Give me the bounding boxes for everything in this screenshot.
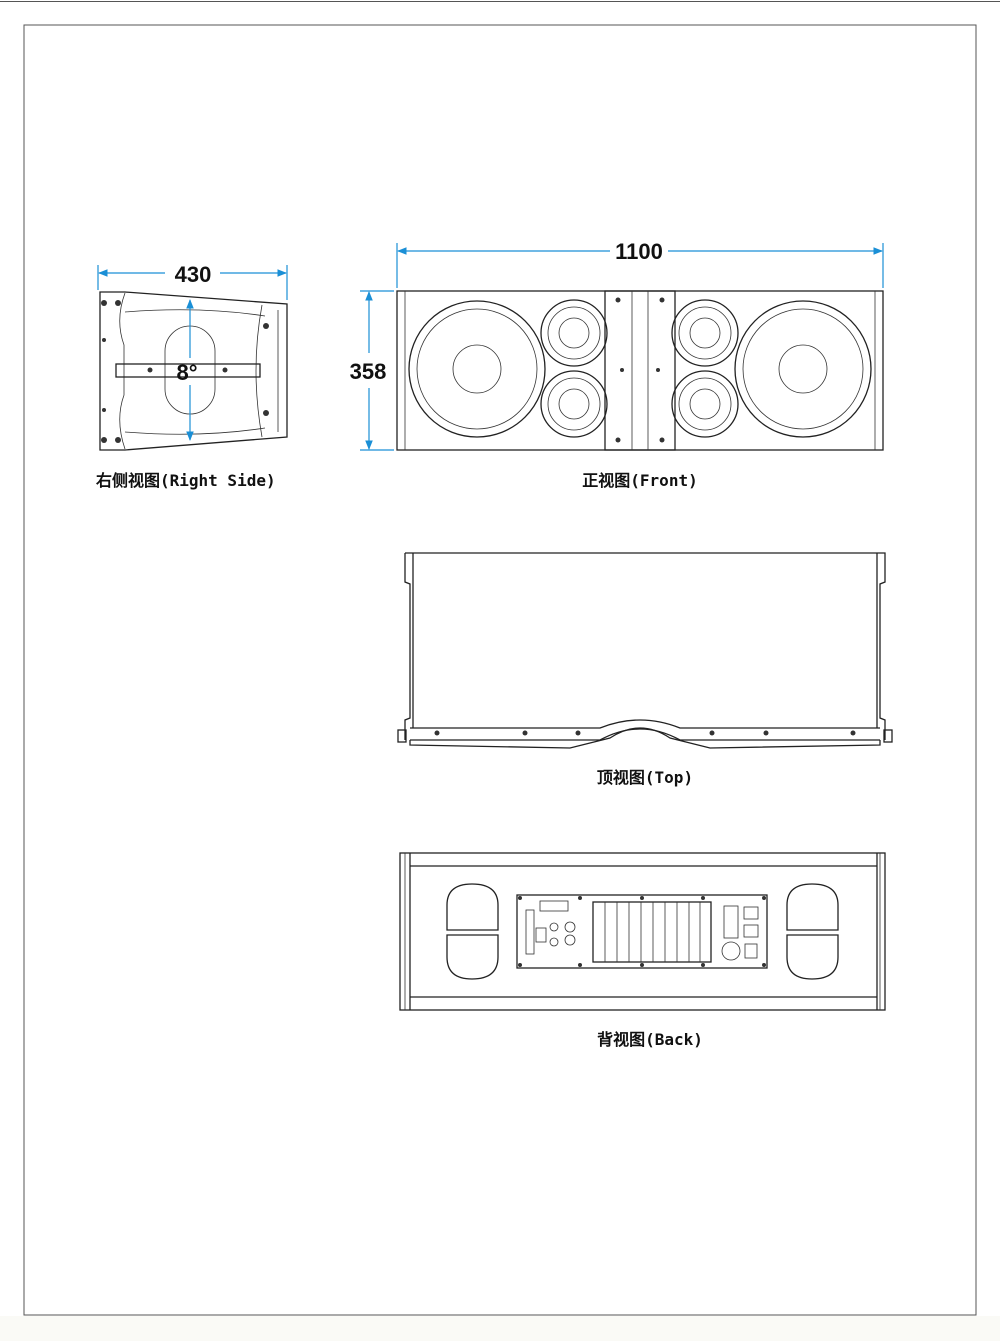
front-view: 1100 358 正视图(Front): [350, 239, 884, 490]
front-caption: 正视图(Front): [582, 471, 697, 490]
right-side-view: 430 8° 右侧视图(Right Side): [96, 262, 288, 490]
back-view: 背视图(Back): [399, 852, 886, 1049]
side-width-dimension: 430: [175, 262, 212, 287]
top-caption: 顶视图(Top): [597, 768, 693, 787]
back-caption: 背视图(Back): [597, 1030, 703, 1049]
page-frame: [23, 24, 977, 1316]
heatsink: [592, 901, 712, 963]
bottom-strip: [0, 1316, 1000, 1341]
angle-label: 8°: [176, 360, 197, 385]
front-height-dimension: 358: [350, 359, 387, 384]
top-view: 顶视图(Top): [397, 552, 893, 787]
front-width-dimension: 1100: [615, 239, 663, 264]
right-side-caption: 右侧视图(Right Side): [96, 471, 276, 490]
